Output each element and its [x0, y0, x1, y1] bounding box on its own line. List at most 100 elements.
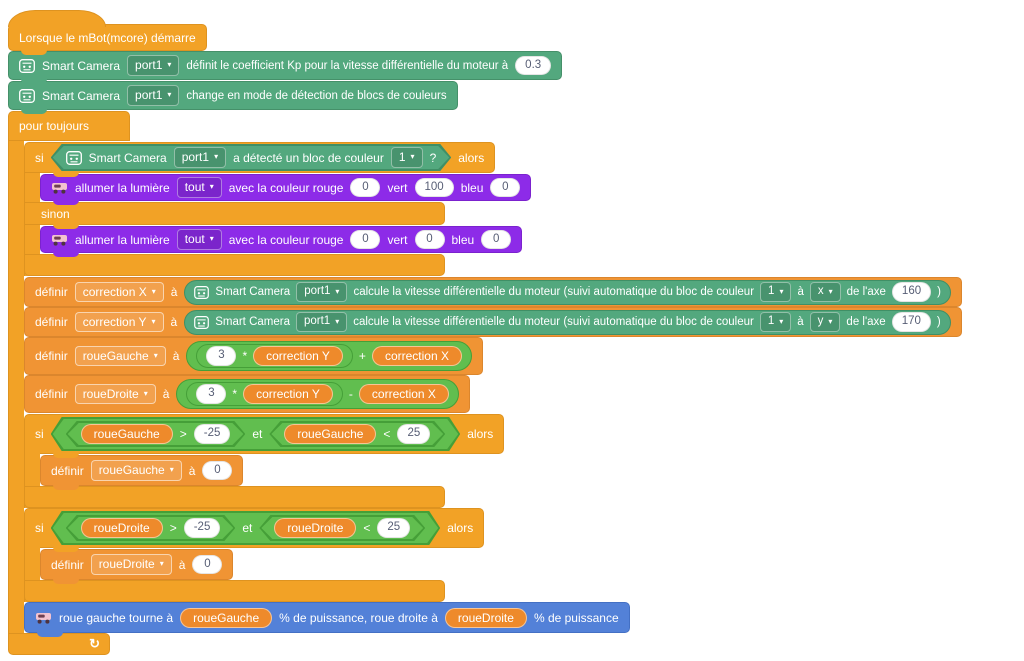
variable-correction-y[interactable]: correction Y — [253, 346, 343, 366]
led-off-block[interactable]: allumer la lumière tout▾ avec la couleur… — [40, 226, 523, 257]
multiply-reporter[interactable]: 3 * correction Y — [186, 382, 343, 406]
set-correction-x-block[interactable]: définir correction X▾ à Smart Camera por… — [24, 277, 962, 307]
variable-roue-droite[interactable]: roueDroite — [444, 607, 527, 628]
definir-label: définir — [35, 315, 68, 329]
min-value-input[interactable]: -25 — [194, 424, 231, 444]
factor-input[interactable]: 3 — [206, 346, 237, 366]
variable-correction-x[interactable]: correction X — [358, 384, 449, 404]
variable-dropdown[interactable]: roueDroite▾ — [74, 383, 156, 405]
less-than-condition[interactable]: roueGauche < 25 — [269, 421, 445, 447]
zero-value-input[interactable]: 0 — [202, 460, 233, 481]
max-value-input[interactable]: 25 — [397, 424, 430, 444]
zero-value-input[interactable]: 0 — [192, 554, 223, 575]
if-else-footer[interactable] — [24, 254, 445, 276]
blue-value-input[interactable]: 0 — [490, 177, 521, 198]
port-dropdown[interactable]: port1▾ — [127, 55, 180, 76]
variable-roue-gauche[interactable]: roueGauche — [81, 424, 173, 444]
camera-set-mode-block[interactable]: Smart Camera port1▾ change en mode de dé… — [8, 81, 458, 114]
hat-when-mbot-starts[interactable]: Lorsque le mBot(mcore) démarre — [8, 10, 207, 55]
set-roue-gauche-zero-block[interactable]: définir roueGauche▾ à 0 — [40, 455, 244, 490]
factor-input[interactable]: 3 — [196, 384, 227, 404]
color-label: avec la couleur rouge — [228, 180, 344, 195]
kp-value-input[interactable]: 0.3 — [515, 55, 552, 76]
if-roue-droite-footer[interactable] — [24, 580, 445, 602]
if-roue-gauche-header[interactable]: si roueGauche > -25 et roueGauche < 25 — [24, 414, 505, 458]
camera-calc-reporter[interactable]: Smart Camera port1▾ calcule la vitesse d… — [184, 309, 951, 335]
chevron-down-icon: ▾ — [779, 316, 784, 326]
port-dropdown[interactable]: port1▾ — [127, 85, 180, 106]
led-target-dropdown[interactable]: tout▾ — [176, 177, 222, 198]
port-dropdown[interactable]: port1▾ — [295, 312, 348, 332]
sinon-divider[interactable]: sinon — [24, 202, 445, 229]
chevron-down-icon: ▾ — [153, 350, 158, 360]
set-roue-droite-zero-block[interactable]: définir roueDroite▾ à 0 — [40, 549, 234, 584]
smart-camera-icon — [19, 88, 35, 103]
variable-dropdown[interactable]: correction X▾ — [74, 281, 164, 303]
if-roue-droite-header[interactable]: si roueDroite > -25 et roueDroite < 25 — [24, 508, 485, 552]
set-correction-y-block[interactable]: définir correction Y▾ à Smart Camera por… — [24, 307, 962, 337]
red-value-input[interactable]: 0 — [350, 229, 381, 250]
addition-reporter[interactable]: 3 * correction Y + correction X — [186, 341, 472, 371]
red-value-input[interactable]: 0 — [350, 177, 381, 198]
variable-correction-x[interactable]: correction X — [371, 346, 462, 366]
variable-dropdown[interactable]: roueGauche▾ — [90, 460, 182, 481]
port-dropdown[interactable]: port1▾ — [174, 147, 226, 167]
definir-label: définir — [35, 349, 68, 363]
min-value-input[interactable]: -25 — [184, 518, 221, 538]
blue-label: bleu — [460, 180, 484, 195]
variable-roue-droite[interactable]: roueDroite — [81, 518, 163, 538]
and-condition[interactable]: roueDroite > -25 et roueDroite < 25 — [51, 511, 441, 545]
a-label: à — [797, 316, 804, 328]
led-on-block[interactable]: allumer la lumière tout▾ avec la couleur… — [40, 174, 532, 205]
a-label: à — [162, 387, 170, 401]
a-label: à — [178, 557, 186, 572]
axis-dropdown[interactable]: y▾ — [809, 312, 841, 332]
device-name: Smart Camera — [42, 88, 121, 103]
block-number-dropdown[interactable]: 1▾ — [760, 282, 792, 302]
max-value-input[interactable]: 25 — [377, 518, 410, 538]
axis-value-input[interactable]: 170 — [891, 312, 931, 332]
sinon-label: sinon — [41, 206, 70, 221]
motor-power-block[interactable]: roue gauche tourne à roueGauche % de pui… — [24, 602, 630, 637]
lt-label: < — [363, 521, 371, 535]
multiply-label: * — [232, 387, 238, 401]
variable-dropdown[interactable]: roueGauche▾ — [74, 345, 166, 367]
block-number-dropdown[interactable]: 1▾ — [759, 312, 792, 332]
green-value-input[interactable]: 100 — [414, 177, 454, 198]
greater-than-condition[interactable]: roueGauche > -25 — [66, 421, 246, 447]
blue-value-input[interactable]: 0 — [481, 229, 512, 250]
smart-camera-icon — [194, 285, 210, 299]
variable-roue-gauche[interactable]: roueGauche — [180, 607, 273, 628]
if-roue-gauche-footer[interactable] — [24, 486, 445, 508]
camera-calc-reporter[interactable]: Smart Camera port1▾ calcule la vitesse d… — [184, 279, 951, 305]
axis-value-input[interactable]: 160 — [891, 282, 932, 302]
chevron-down-icon: ▾ — [779, 286, 784, 296]
subtraction-reporter[interactable]: 3 * correction Y - correction X — [176, 379, 459, 409]
plus-label: + — [358, 349, 366, 363]
set-roue-gauche-block[interactable]: définir roueGauche▾ à 3 * correction Y +… — [24, 337, 483, 375]
camera-set-kp-block[interactable]: Smart Camera port1▾ définit le coefficie… — [8, 51, 563, 84]
green-value-input[interactable]: 0 — [414, 229, 445, 250]
led-target-dropdown[interactable]: tout▾ — [176, 229, 222, 250]
block-number-dropdown[interactable]: 1▾ — [391, 147, 423, 167]
if-else-header[interactable]: si Smart Camera port1▾ a détecté un bloc… — [24, 142, 496, 177]
multiply-reporter[interactable]: 3 * correction Y — [196, 344, 353, 368]
variable-roue-droite[interactable]: roueDroite — [274, 518, 356, 538]
and-condition[interactable]: roueGauche > -25 et roueGauche < 25 — [51, 417, 461, 451]
alors-label: alors — [467, 427, 494, 441]
variable-dropdown[interactable]: roueDroite▾ — [90, 554, 172, 575]
forever-block-spine[interactable] — [8, 141, 24, 633]
definir-label: définir — [35, 387, 68, 401]
greater-than-condition[interactable]: roueDroite > -25 — [66, 515, 236, 541]
set-roue-droite-block[interactable]: définir roueDroite▾ à 3 * correction Y -… — [24, 375, 470, 413]
camera-detected-condition[interactable]: Smart Camera port1▾ a détecté un bloc de… — [51, 144, 452, 171]
axis-dropdown[interactable]: x▾ — [809, 282, 841, 302]
variable-dropdown[interactable]: correction Y▾ — [74, 311, 164, 333]
forever-block-header[interactable]: pour toujours — [8, 111, 130, 141]
variable-correction-y[interactable]: correction Y — [243, 384, 333, 404]
set-kp-label: définit le coefficient Kp pour la vitess… — [186, 59, 509, 72]
variable-roue-gauche[interactable]: roueGauche — [284, 424, 376, 444]
less-than-condition[interactable]: roueDroite < 25 — [259, 515, 425, 541]
chevron-down-icon: ▾ — [169, 465, 174, 475]
port-dropdown[interactable]: port1▾ — [296, 282, 348, 302]
